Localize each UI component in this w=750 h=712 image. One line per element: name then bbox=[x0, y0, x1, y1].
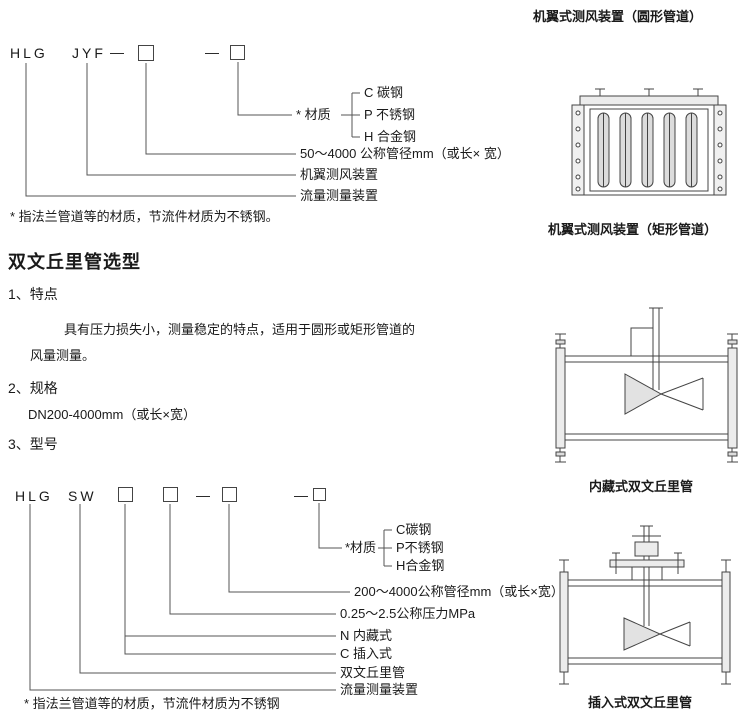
model1-box-diameter bbox=[138, 45, 154, 61]
feature-text-line1: 具有压力损失小，测量稳定的特点，适用于圆形或矩形管道的 bbox=[64, 322, 416, 337]
model1-material-option-h: H 合金钢 bbox=[364, 129, 417, 144]
flange-bolt-holes bbox=[575, 110, 723, 192]
flanges bbox=[555, 333, 738, 463]
illustration-airfoil-rect-device bbox=[571, 88, 727, 196]
caption-rect-device: 机翼式测风装置（矩形管道） bbox=[548, 222, 718, 237]
model1-material-option-p: P 不锈钢 bbox=[364, 107, 416, 122]
model2-material-label: *材质 bbox=[345, 540, 377, 555]
model2-material-option-h: H合金钢 bbox=[396, 558, 445, 573]
model2-material-option-c: C碳钢 bbox=[396, 522, 432, 537]
feature-text-line2: 风量测量。 bbox=[30, 348, 96, 363]
model2-venturi-label: 双文丘里管 bbox=[340, 665, 406, 680]
model2-prefix: HLG bbox=[15, 488, 53, 504]
dash-icon: — bbox=[110, 44, 124, 60]
dash-icon: — bbox=[205, 44, 219, 60]
model1-device-label: 机翼测风装置 bbox=[300, 167, 379, 182]
model1-type: JYF bbox=[72, 45, 106, 61]
model2-box-diameter bbox=[222, 487, 237, 502]
illustration-insertion-venturi bbox=[559, 525, 731, 685]
airfoil-wings bbox=[597, 112, 698, 188]
manifold-bar bbox=[579, 88, 719, 106]
model2-box-mount-type bbox=[118, 487, 133, 502]
model1-box-material bbox=[230, 45, 245, 60]
caption-builtin-venturi: 内藏式双文丘里管 bbox=[589, 479, 694, 494]
model1-material-option-c: C 碳钢 bbox=[364, 85, 404, 100]
model2-box-pressure bbox=[163, 487, 178, 502]
model1-note: * 指法兰管道等的材质，节流件材质为不锈钢。 bbox=[10, 209, 279, 224]
model1-prefix: HLG bbox=[10, 45, 48, 61]
pipe bbox=[563, 355, 730, 441]
spec-text: DN200-4000mm（或长×宽） bbox=[28, 407, 196, 422]
model2-flow-label: 流量测量装置 bbox=[340, 682, 419, 697]
model2-material-option-p: P不锈钢 bbox=[396, 540, 444, 555]
venturi-cone bbox=[624, 373, 704, 415]
model2-box-material bbox=[313, 488, 326, 501]
model2-type: SW bbox=[68, 488, 97, 504]
dash-icon: — bbox=[196, 487, 210, 503]
caption-circular-device: 机翼式测风装置（圆形管道） bbox=[533, 9, 703, 24]
model-title: 3、型号 bbox=[8, 436, 58, 452]
mounting-flange bbox=[609, 552, 685, 580]
spec-title: 2、规格 bbox=[8, 380, 58, 396]
model2-type-c-label: C 插入式 bbox=[340, 646, 393, 661]
model2-note: * 指法兰管道等的材质，节流件材质为不锈钢 bbox=[24, 696, 280, 711]
model1-flow-label: 流量测量装置 bbox=[300, 188, 379, 203]
section-heading: 双文丘里管选型 bbox=[8, 252, 141, 272]
model2-pressure-label: 0.25～2.5公称压力MPa bbox=[340, 606, 476, 621]
model2-diameter-label: 200～4000公称管径mm（或长×宽） bbox=[354, 584, 564, 599]
dash-icon: — bbox=[294, 487, 308, 503]
venturi-cone bbox=[623, 617, 691, 651]
feature-title: 1、特点 bbox=[8, 286, 58, 302]
caption-insertion-venturi: 插入式双文丘里管 bbox=[588, 695, 693, 710]
illustration-builtin-venturi bbox=[555, 307, 738, 463]
model1-diameter-label: 50～4000 公称管径mm（或长× 宽） bbox=[300, 146, 510, 161]
flanges bbox=[559, 559, 731, 685]
model2-type-n-label: N 内藏式 bbox=[340, 628, 393, 643]
insertion-rod bbox=[632, 525, 661, 626]
pipe bbox=[566, 579, 724, 665]
model1-material-label: * 材质 bbox=[296, 107, 331, 122]
stem bbox=[630, 307, 663, 390]
